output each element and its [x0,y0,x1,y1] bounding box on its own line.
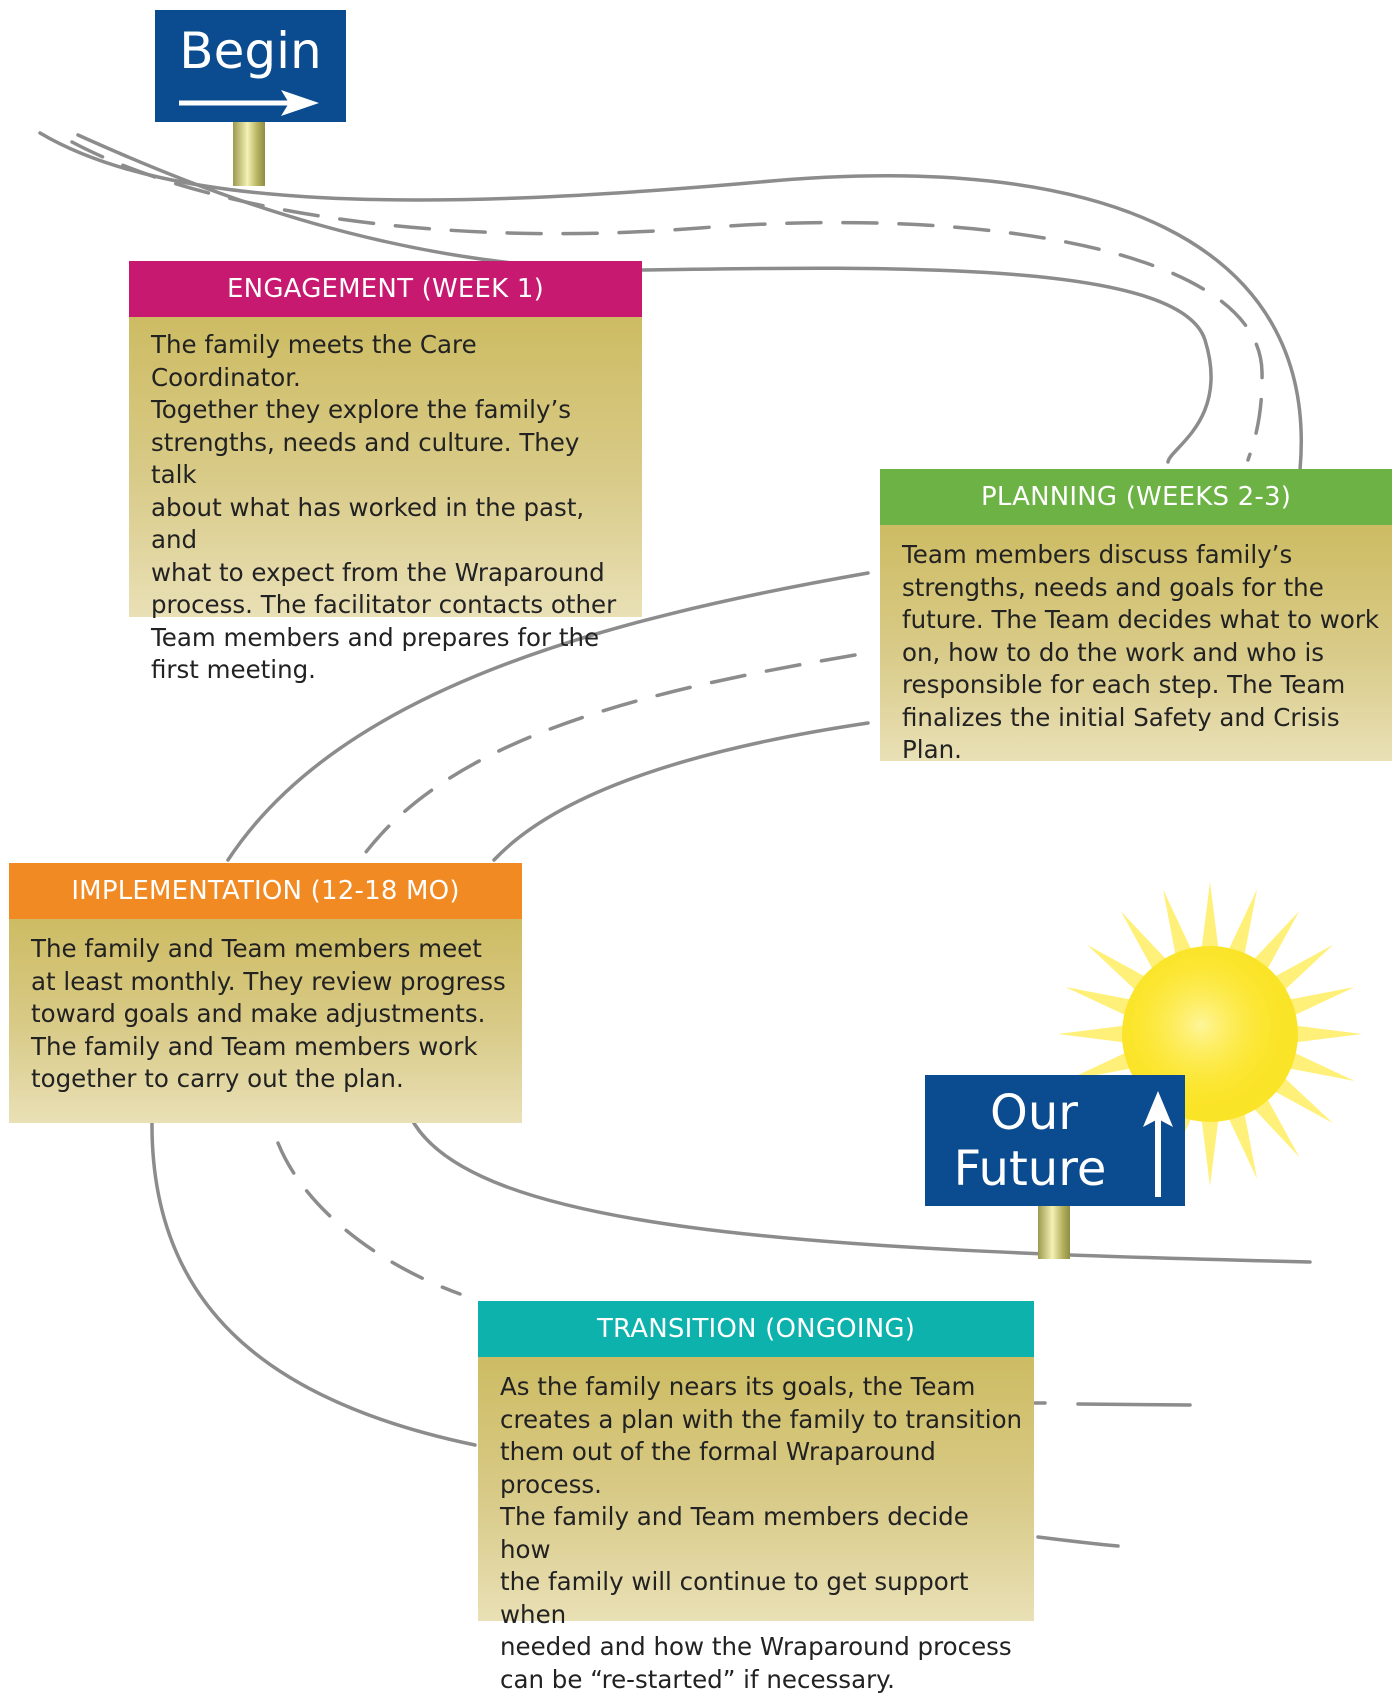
future-label-line1: Our [990,1085,1078,1141]
sun-ray [1295,1025,1362,1043]
stage-planning: PLANNING (WEEKS 2-3) Team members discus… [880,469,1392,764]
sun-ray [1274,944,1333,991]
stage-body: As the family nears its goals, the Team … [478,1357,1034,1694]
road-edge [76,133,1213,464]
begin-sign: Begin [155,10,346,122]
sun-ray [1253,911,1300,970]
future-sign-post [1038,1203,1070,1259]
sun-ray [1228,1112,1257,1179]
road-centerline [70,140,1264,462]
sun-ray [1288,987,1355,1016]
arrow-right-icon [179,90,319,116]
arrow-up-icon [1143,1091,1173,1197]
road-centerline [358,653,857,862]
stage-title: ENGAGEMENT (WEEK 1) [129,261,642,317]
sun-ray [1058,1025,1125,1043]
future-sign: Our Future [925,1075,1185,1206]
sun-ray [1120,911,1167,970]
stage-body: The family meets the Care Coordinator. T… [129,317,642,684]
road-centerline [1033,1401,1192,1407]
stage-title: PLANNING (WEEKS 2-3) [880,469,1392,525]
stage-implementation: IMPLEMENTATION (12-18 MO) The family and… [9,863,522,1123]
sun-ray [1274,1077,1333,1124]
stage-text: Team members discuss family’s strengths,… [902,540,1380,764]
stage-body: Team members discuss family’s strengths,… [880,525,1392,764]
begin-sign-post [233,118,265,186]
road-edge [409,1116,1312,1264]
stage-text: The family and Team members meet at leas… [31,934,506,1093]
road-edge [150,1118,477,1447]
sun-ray [1163,889,1192,956]
sun-ray [1253,1098,1300,1157]
road-edge [492,721,870,862]
stage-title: IMPLEMENTATION (12-18 MO) [9,863,522,919]
sun-ray [1201,882,1219,949]
begin-label: Begin [179,22,322,80]
road-centerline [276,1141,462,1296]
sun-ray [1065,1052,1132,1081]
stage-title: TRANSITION (ONGOING) [478,1301,1034,1357]
stage-transition: TRANSITION (ONGOING) As the family nears… [478,1301,1034,1694]
sun-ray [1288,1052,1355,1081]
sun-ray [1087,944,1146,991]
road-edge [1036,1535,1120,1548]
sun-ray [1065,987,1132,1016]
stage-body: The family and Team members meet at leas… [9,919,522,1123]
sun-ray [1201,1119,1219,1186]
stage-engagement: ENGAGEMENT (WEEK 1) The family meets the… [129,261,642,684]
road-edge [226,571,870,862]
stage-text: As the family nears its goals, the Team … [500,1372,1023,1694]
future-label-line2: Future [953,1141,1107,1197]
stage-text: The family meets the Care Coordinator. T… [151,330,617,684]
sun-ray [1228,889,1257,956]
